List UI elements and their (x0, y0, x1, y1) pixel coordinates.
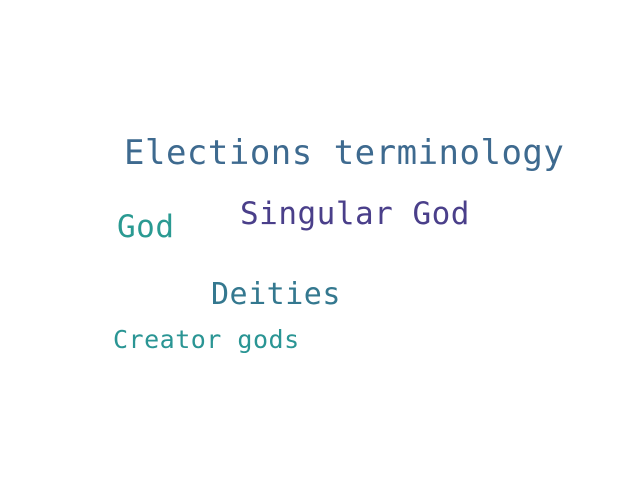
word-deities: Deities (211, 277, 341, 312)
word-god: God (117, 209, 175, 245)
word-singular-god: Singular God (240, 196, 470, 232)
word-elections-terminology: Elections terminology (124, 133, 565, 173)
word-creator-gods: Creator gods (113, 325, 300, 354)
